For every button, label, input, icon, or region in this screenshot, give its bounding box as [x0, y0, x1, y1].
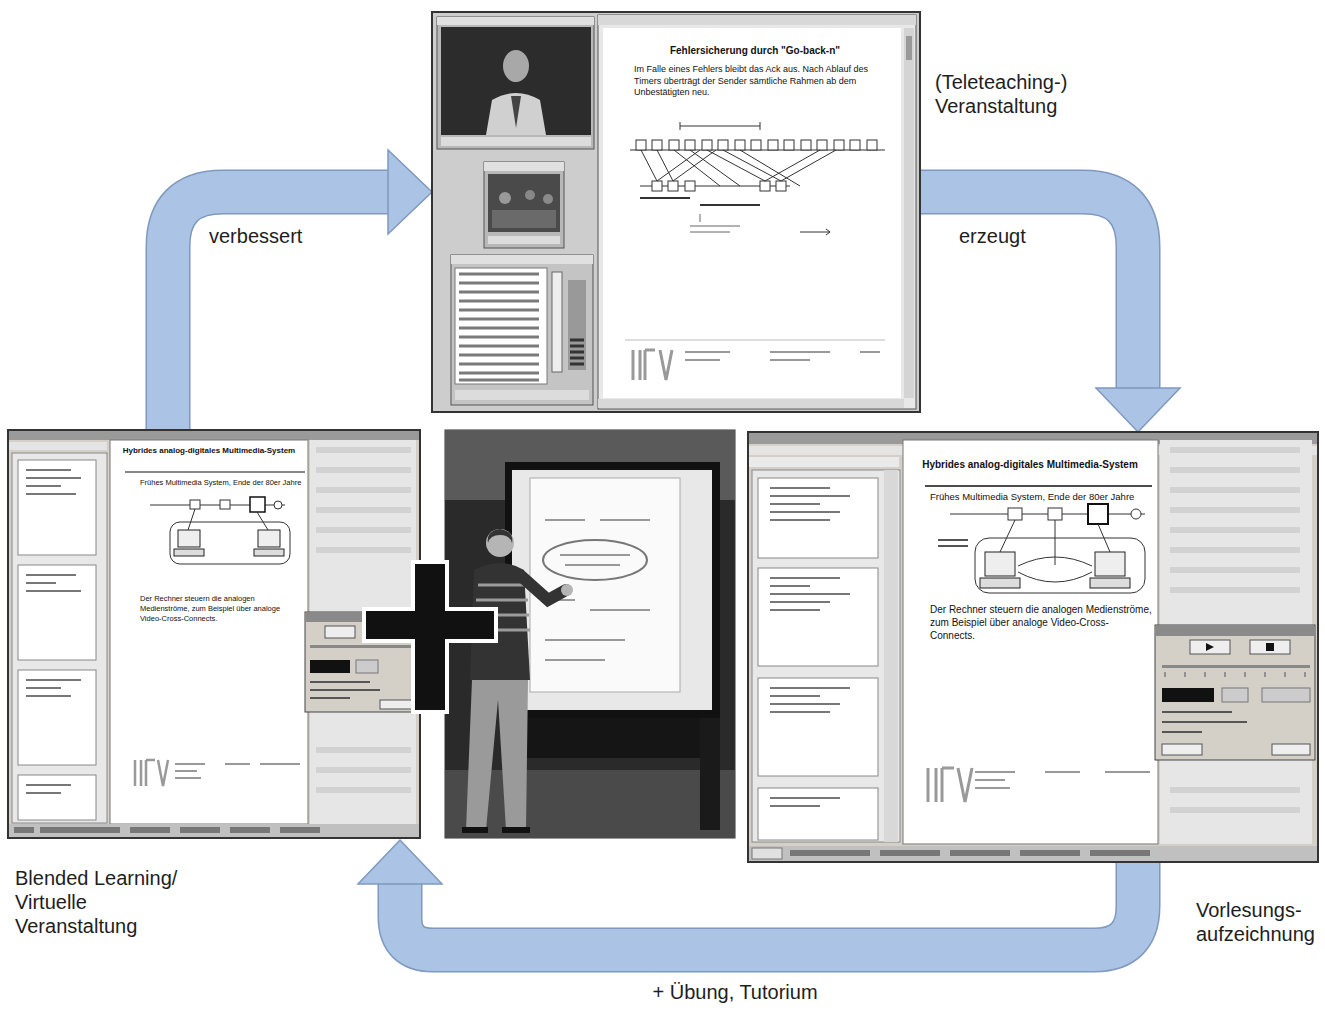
arrow-label: verbessert — [205, 224, 306, 248]
plus-sign — [362, 560, 498, 714]
slide-heading: Fehlersicherung durch "Go-back-n" — [630, 44, 880, 57]
cycle-arrow — [920, 192, 1180, 432]
arrow-outline — [168, 192, 388, 430]
slide-heading: Frühes Multimedia System, Ende der 80er … — [930, 491, 1145, 503]
cycle-arrow — [168, 150, 432, 430]
stage-caption: Vorlesungs- aufzeichnung — [1196, 898, 1323, 946]
slide-text: Der Rechner steuern die analogen Mediens… — [140, 594, 303, 623]
arrow-body — [920, 192, 1138, 388]
recording-screenshot — [748, 432, 1318, 862]
arrow-head — [388, 150, 432, 234]
slide-text: Im Falle eines Fehlers bleibt das Ack au… — [634, 64, 876, 99]
arrow-head — [358, 840, 442, 884]
teleteaching-screenshot — [432, 12, 920, 412]
arrow-outline — [920, 192, 1138, 388]
arrow-outline — [400, 862, 1138, 950]
arrow-body — [168, 192, 388, 430]
arrow-label: erzeugt — [955, 224, 1030, 248]
media-screen-group: Blended Learning/ Virtuelle Veranstaltun… — [8, 430, 735, 840]
slide-heading: Hybrides analog-digitales Multimedia-Sys… — [906, 458, 1154, 471]
slide-heading: Hybrides analog-digitales Multimedia-Sys… — [112, 446, 306, 456]
blended-learning-screenshot — [8, 430, 420, 838]
stage-caption: (Teleteaching-) Veranstaltung — [935, 70, 1120, 118]
slide-text: Der Rechner steuern die analogen Mediens… — [930, 603, 1152, 642]
arrow-body — [400, 862, 1138, 950]
arrow-head — [1096, 388, 1180, 432]
stage-caption: Blended Learning/ Virtuelle Veranstaltun… — [15, 866, 210, 938]
slide-heading: Frühes Multimedia System, Ende der 80er … — [140, 478, 305, 488]
arrow-label: + Übung, Tutorium — [648, 980, 821, 1004]
